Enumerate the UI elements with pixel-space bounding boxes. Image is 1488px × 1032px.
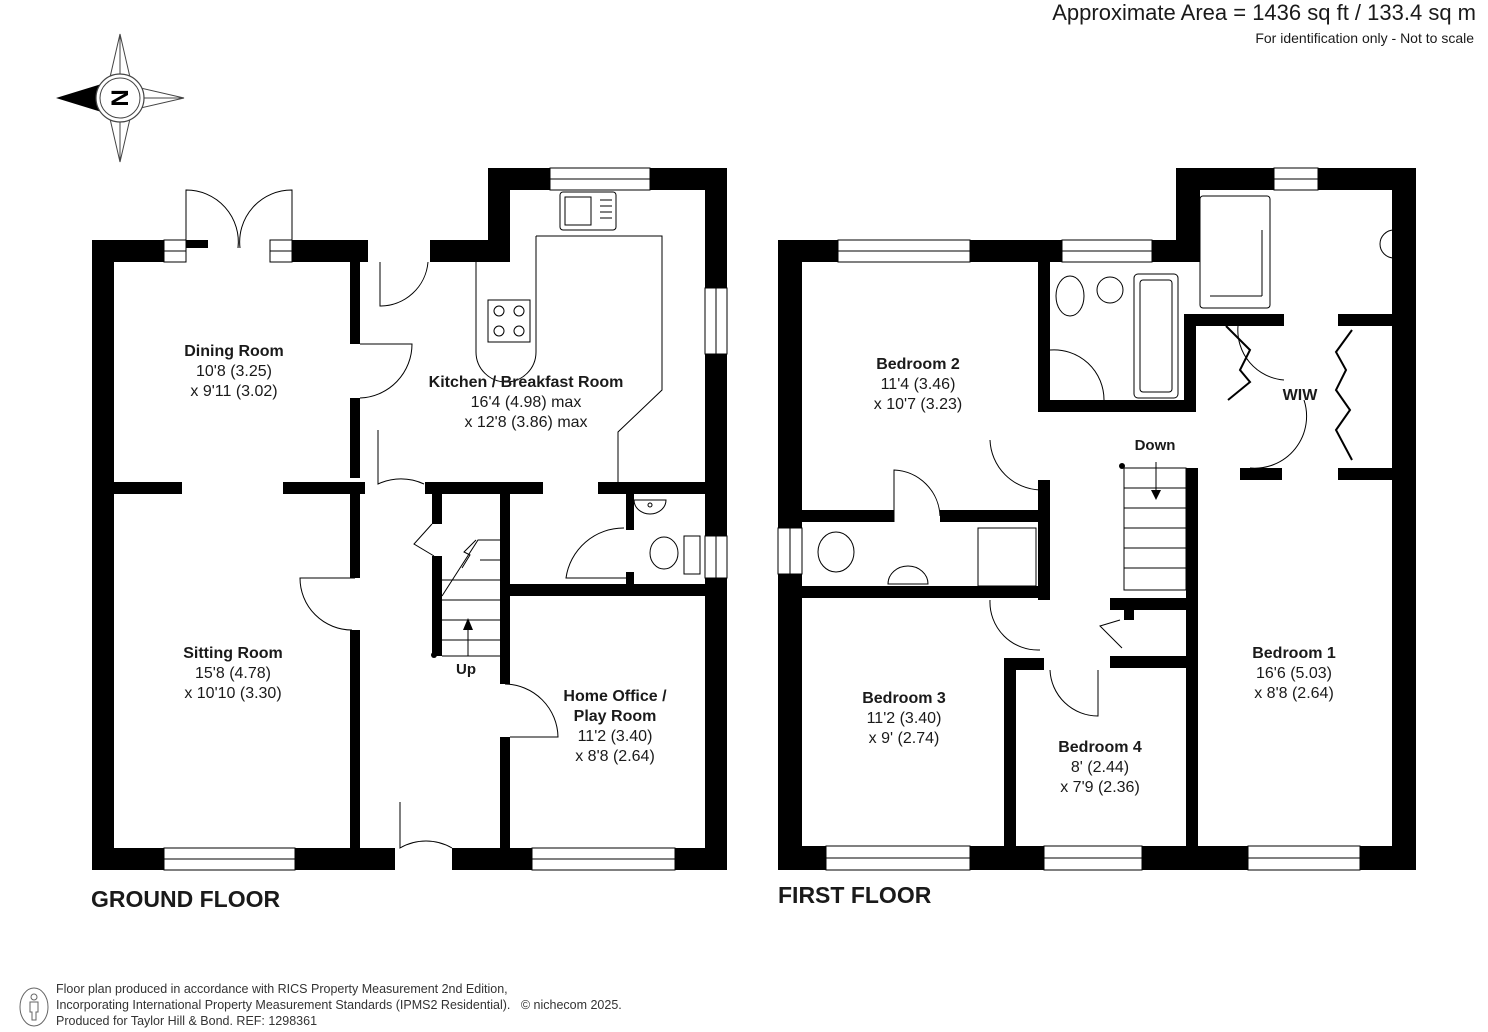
room-name: Home Office /	[563, 688, 667, 705]
room-dimension: x 10'7 (3.23)	[873, 396, 963, 413]
room-label-bedroom-2: Bedroom 2 11'4 (3.46) x 10'7 (3.23)	[874, 355, 962, 415]
room-name: Sitting Room	[183, 645, 283, 662]
room-label-bedroom-4: Bedroom 4 8' (2.44) x 7'9 (2.36)	[1058, 738, 1142, 798]
room-name: Dining Room	[184, 343, 284, 360]
footer-notes: Floor plan produced in accordance with R…	[56, 981, 622, 1029]
ground-floor-title: GROUND FLOOR	[91, 886, 281, 912]
room-label-bedroom-3: Bedroom 3 11'2 (3.40) x 9' (2.74)	[862, 689, 946, 749]
room-dimension: x 8'8 (2.64)	[1254, 685, 1334, 702]
ground-floor-plan	[92, 167, 728, 871]
room-label-bedroom-1: Bedroom 1 16'6 (5.03) x 8'8 (2.64)	[1252, 644, 1336, 704]
room-dimension: x 9'11 (3.02)	[190, 383, 278, 400]
room-name: Kitchen / Breakfast Room	[428, 374, 624, 391]
copyright: © nichecom 2025.	[520, 998, 622, 1012]
room-dimension: 11'2 (3.40)	[866, 710, 942, 727]
room-dimension: x 9' (2.74)	[868, 730, 940, 747]
room-name: Bedroom 4	[1058, 739, 1142, 756]
disclaimer: For identification only - Not to scale	[1255, 30, 1474, 46]
room-dimension: 16'6 (5.03)	[1255, 665, 1332, 682]
room-name: Bedroom 3	[862, 690, 946, 707]
room-dimension: 8' (2.44)	[1070, 759, 1130, 776]
compass-north-icon: N	[56, 33, 185, 163]
room-label-home-office: Home Office / Play Room 11'2 (3.40) x 8'…	[563, 687, 666, 767]
footer-line-3: Produced for Taylor Hill & Bond. REF: 12…	[56, 1014, 318, 1028]
approximate-area: Approximate Area = 1436 sq ft / 133.4 sq…	[1052, 0, 1476, 25]
room-name: Bedroom 1	[1252, 645, 1336, 662]
compass-letter: N	[107, 89, 134, 106]
room-dimension: 15'8 (4.78)	[194, 665, 271, 682]
room-dimension: x 12'8 (3.86) max	[464, 414, 588, 431]
room-dimension: x 7'9 (2.36)	[1060, 779, 1140, 796]
first-floor-title: FIRST FLOOR	[778, 882, 932, 908]
room-dimension: 10'8 (3.25)	[195, 363, 272, 380]
person-measurement-icon	[19, 987, 49, 1027]
stairs-down-label: Down	[1134, 437, 1176, 454]
room-label-kitchen: Kitchen / Breakfast Room 16'4 (4.98) max…	[429, 373, 624, 433]
room-label-sitting-room: Sitting Room 15'8 (4.78) x 10'10 (3.30)	[183, 644, 283, 704]
room-label-dining-room: Dining Room 10'8 (3.25) x 9'11 (3.02)	[184, 342, 284, 402]
wiw-label: WIW	[1282, 387, 1318, 404]
footer-line-1: Floor plan produced in accordance with R…	[56, 982, 508, 996]
room-dimension: 11'4 (3.46)	[880, 376, 956, 393]
room-dimension: 11'2 (3.40)	[577, 728, 653, 745]
room-dimension: x 10'10 (3.30)	[184, 685, 282, 702]
footer-line-2: Incorporating International Property Mea…	[56, 998, 511, 1012]
room-name: Bedroom 2	[876, 356, 960, 373]
room-dimension: 16'4 (4.98) max	[470, 394, 582, 411]
room-name: Play Room	[573, 708, 657, 725]
stairs-up-label: Up	[456, 661, 476, 678]
first-floor-plan	[777, 167, 1416, 871]
room-dimension: x 8'8 (2.64)	[575, 748, 655, 765]
